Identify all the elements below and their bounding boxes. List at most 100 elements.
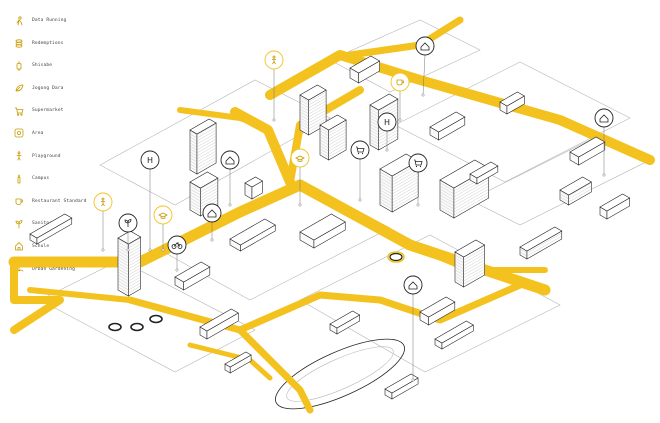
target-icon [14,128,24,138]
hospital-icon: H [384,118,390,127]
legend-label: Data Running [32,18,67,23]
low-building [384,373,419,400]
low-building [469,161,499,185]
legend-item: Redemptions [14,37,124,50]
bicycle-icon [171,242,183,249]
legend-item: Shisabe [14,59,124,72]
legend-item: Jogong Dara [14,82,124,95]
legend-item: Playground [14,150,124,163]
sports-field [286,346,394,402]
shopping-cart-icon [14,106,24,116]
legend-label: Schule [32,243,50,249]
legend-item: Schule [14,240,124,253]
legend-label: Restaurant Standard [32,198,87,204]
legend-item: Sanitorial [14,217,124,230]
low-building [569,136,606,166]
campus-icon [295,155,305,162]
low-building [299,213,346,249]
ring-marker [130,322,144,332]
south-diagonal [126,296,314,414]
legend-label: Sanitorial [32,221,61,227]
poi-pins: HH [93,36,614,382]
low-building [599,193,631,220]
house-icon [14,241,24,251]
gardening-icon [124,219,132,227]
ground-parcel [39,259,256,373]
playground-icon [272,55,276,65]
campus-pin[interactable] [290,148,310,207]
house-pin[interactable] [594,108,614,177]
playground-pin[interactable] [93,192,113,252]
legend-item: Data Running [14,14,124,27]
low-building [499,91,525,115]
house-icon [408,281,418,290]
legend-label: Jogong Dara [32,85,64,91]
north-road [230,107,295,187]
campus-icon [158,212,168,219]
hospital-pin[interactable]: H [140,150,160,252]
campus-pin[interactable] [153,205,173,252]
hospital-pin[interactable]: H [377,112,397,152]
legend-item: Restaurant Standard [14,195,124,208]
house-icon [420,42,430,51]
house-pin[interactable] [220,150,240,207]
shopping-cart-icon [414,159,423,168]
house-icon [207,209,217,218]
shopping-cart-pin[interactable] [408,153,428,207]
legend-label: Redemptions [32,40,64,46]
low-building [244,176,264,200]
highrise-building [189,118,217,175]
bicycle-pin[interactable] [167,235,187,272]
lantern-icon [14,60,24,71]
gardening-pin[interactable] [118,213,138,252]
hospital-icon: H [147,156,153,165]
legend-label: Area [32,130,44,136]
ring-marker [108,322,122,332]
tower-building [117,230,142,297]
ring-markers [108,251,405,332]
house-pin[interactable] [415,36,435,97]
buildings-layer [29,55,631,400]
ground-parcel [299,234,561,373]
low-building [174,261,211,291]
low-building [519,226,563,260]
restaurant-pin[interactable] [390,72,410,122]
legend-label: Campus [32,176,50,182]
low-building [199,308,239,340]
restaurant-icon [396,79,404,86]
figure-icon [14,151,24,161]
legend-label: Supermarket [32,108,64,114]
hospital-letter: H [147,156,153,165]
low-building [349,55,381,84]
legend-label: Shisabe [32,63,53,69]
house-icon [599,114,609,123]
legend-item: Supermarket [14,104,124,117]
low-building [229,218,276,252]
sports-track [275,338,405,410]
legend-label: Playground [32,153,61,159]
house-pin[interactable] [403,275,423,382]
cup-icon [14,196,24,206]
legend-item: Area [14,127,124,140]
west-arm [10,258,64,334]
legend-label: Urban Gardening [32,266,75,272]
leaf-icon [14,83,24,93]
ground-parcel [329,19,481,93]
ground-parcel [394,61,631,183]
lower-west [27,287,133,303]
shopping-cart-pin[interactable] [350,140,370,202]
low-building [434,320,474,350]
playground-icon [101,197,105,207]
low-building [429,111,466,141]
low-building [224,351,252,374]
shopping-cart-icon [356,146,365,155]
house-pin[interactable] [202,203,222,242]
hospital-letter: H [384,118,390,127]
highrise-building [319,114,347,161]
playground-pin[interactable] [264,50,284,122]
runner-icon [14,15,24,26]
highrise-building [454,239,486,288]
northeast-spur [346,16,464,59]
